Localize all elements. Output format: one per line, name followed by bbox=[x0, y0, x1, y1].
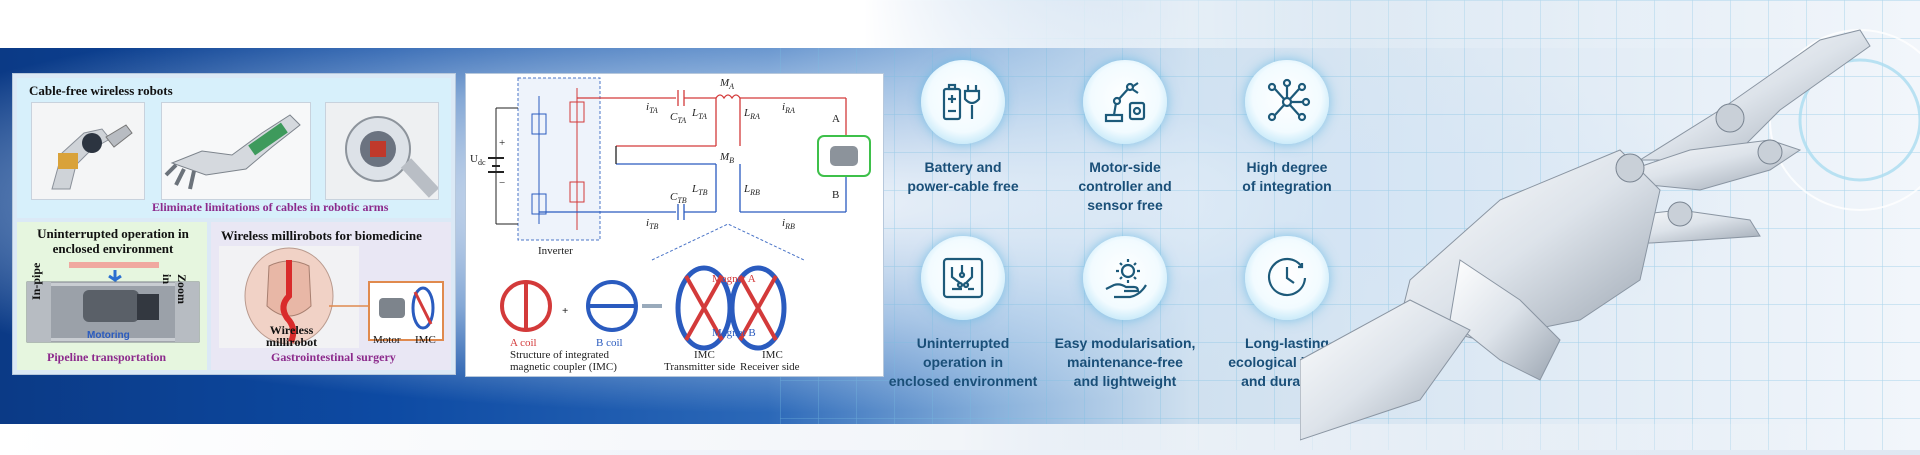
feature-1-line1: Battery and bbox=[924, 159, 1002, 175]
cta-label: CTA bbox=[670, 111, 686, 125]
lta-label: LTA bbox=[691, 107, 707, 121]
pipeline-cell: Uninterrupted operation in enclosed envi… bbox=[17, 222, 207, 370]
biomedicine-illustration bbox=[219, 246, 444, 348]
pipeline-caption: Pipeline transportation bbox=[47, 350, 166, 364]
itb-label: iTB bbox=[646, 217, 659, 231]
udc-label: Udc bbox=[470, 153, 486, 167]
plus-label: + bbox=[499, 137, 505, 149]
clock-icon bbox=[1245, 236, 1329, 320]
pipeline-title-line1: Uninterrupted operation in bbox=[37, 226, 189, 241]
tx-side-label: Transmitter side bbox=[664, 361, 736, 373]
feature-battery-free-label: Battery and power-cable free bbox=[878, 158, 1048, 196]
imc-label: IMC bbox=[415, 334, 436, 346]
feature-2-line1: Motor-side bbox=[1089, 159, 1161, 175]
wireless-label: Wireless bbox=[269, 323, 314, 337]
coil-plus-label: + bbox=[562, 305, 568, 317]
biomedicine-title: Wireless millirobots for biomedicine bbox=[221, 228, 422, 243]
biomedicine-caption: Gastrointestinal surgery bbox=[271, 350, 396, 364]
feature-3-line2: of integration bbox=[1242, 178, 1332, 194]
feature-5-line2: maintenance-free bbox=[1067, 354, 1183, 370]
robot-joint-photo bbox=[325, 102, 439, 200]
feature-2-line3: sensor free bbox=[1087, 197, 1163, 213]
network-integration-icon bbox=[1245, 60, 1329, 144]
feature-integration-label: High degree of integration bbox=[1202, 158, 1372, 196]
lrb-label: LRB bbox=[743, 183, 760, 197]
feature-motor-side-label: Motor-side controller and sensor free bbox=[1040, 158, 1210, 215]
background-top-fade bbox=[0, 0, 1920, 48]
robot-arm-photo-2 bbox=[161, 102, 311, 200]
feature-uninterrupted: Uninterrupted operation in enclosed envi… bbox=[878, 236, 1048, 391]
feature-4-line2: operation in bbox=[922, 354, 1004, 370]
wireless-millirobot-label: Wireless millirobot bbox=[266, 324, 317, 348]
inverter-label: Inverter bbox=[538, 245, 573, 257]
a-coil-label: A coil bbox=[510, 337, 537, 349]
feature-uninterrupted-label: Uninterrupted operation in enclosed envi… bbox=[878, 334, 1048, 391]
lra-label: LRA bbox=[743, 107, 760, 121]
cable-free-caption: Eliminate limitations of cables in robot… bbox=[152, 200, 389, 214]
motoring-label: Motoring bbox=[87, 330, 130, 341]
magnet-b-label: Magnet B bbox=[712, 327, 756, 339]
b-coil-label: B coil bbox=[596, 337, 623, 349]
zoom-in-label: Zoom in bbox=[160, 274, 189, 304]
ltb-label: LTB bbox=[691, 183, 708, 197]
imc-tx-label: IMC bbox=[694, 349, 715, 361]
ita-label: iTA bbox=[646, 101, 658, 115]
imc-coils bbox=[500, 223, 805, 351]
robot-hand-illustration bbox=[1299, 0, 1920, 450]
magnet-a-label: Magnet A bbox=[712, 273, 756, 285]
feature-5-line1: Easy modularisation, bbox=[1054, 335, 1196, 351]
motor-label: Motor bbox=[373, 334, 401, 346]
ctb-label: CTB bbox=[670, 191, 687, 205]
cable-free-title: Cable-free wireless robots bbox=[29, 83, 173, 98]
applications-panel: Cable-free wireless robots bbox=[12, 73, 456, 375]
feature-modularisation-label: Easy modularisation, maintenance-free an… bbox=[1040, 334, 1210, 391]
ira-label: iRA bbox=[782, 101, 795, 115]
biomedicine-cell: Wireless millirobots for biomedicine Wir… bbox=[211, 222, 451, 370]
robot-arm-icon bbox=[1083, 60, 1167, 144]
feature-6-line1: Long-lasting bbox=[1245, 335, 1329, 351]
circuit-diagram: Udc + − Inverter MA MB CTA CTB iTA iTB i… bbox=[470, 77, 871, 373]
background-bottom-fade bbox=[0, 424, 1920, 450]
circuit-panel: Udc + − Inverter MA MB CTA CTB iTA iTB i… bbox=[465, 73, 884, 377]
mb-label: MB bbox=[719, 151, 734, 165]
circuit-board-icon bbox=[921, 236, 1005, 320]
in-pipe-label: In-pipe bbox=[29, 262, 43, 300]
structure-label-line2: magnetic coupler (IMC) bbox=[510, 361, 617, 373]
feature-4-line1: Uninterrupted bbox=[916, 335, 1010, 351]
node-a-label: A bbox=[832, 113, 840, 125]
feature-battery-free: Battery and power-cable free bbox=[878, 60, 1048, 196]
node-b-label: B bbox=[832, 189, 839, 201]
structure-label-line1: Structure of integrated bbox=[510, 349, 609, 361]
minus-label: − bbox=[499, 177, 505, 189]
feature-integration: High degree of integration bbox=[1202, 60, 1372, 196]
rx-side-label: Receiver side bbox=[740, 361, 800, 373]
millirobot-label: millirobot bbox=[266, 335, 318, 349]
feature-2-line2: controller and bbox=[1078, 178, 1172, 194]
cable-free-robots-cell: Cable-free wireless robots bbox=[17, 78, 451, 218]
pipeline-illustration bbox=[26, 262, 200, 343]
feature-motor-side: Motor-side controller and sensor free bbox=[1040, 60, 1210, 215]
feature-5-line3: and lightweight bbox=[1073, 373, 1177, 389]
feature-1-line2: power-cable free bbox=[907, 178, 1019, 194]
feature-3-line1: High degree bbox=[1246, 159, 1328, 175]
irb-label: iRB bbox=[782, 217, 795, 231]
ma-label: MA bbox=[719, 77, 734, 91]
robot-arm-photo-1 bbox=[31, 102, 145, 200]
feature-4-line3: enclosed environment bbox=[888, 373, 1038, 389]
imc-rx-label: IMC bbox=[762, 349, 783, 361]
hand-gear-icon bbox=[1083, 236, 1167, 320]
feature-modularisation: Easy modularisation, maintenance-free an… bbox=[1040, 236, 1210, 391]
pipeline-title-line2: enclosed environment bbox=[52, 241, 174, 256]
battery-plug-icon bbox=[921, 60, 1005, 144]
pipeline-title: Uninterrupted operation in enclosed envi… bbox=[23, 226, 203, 256]
